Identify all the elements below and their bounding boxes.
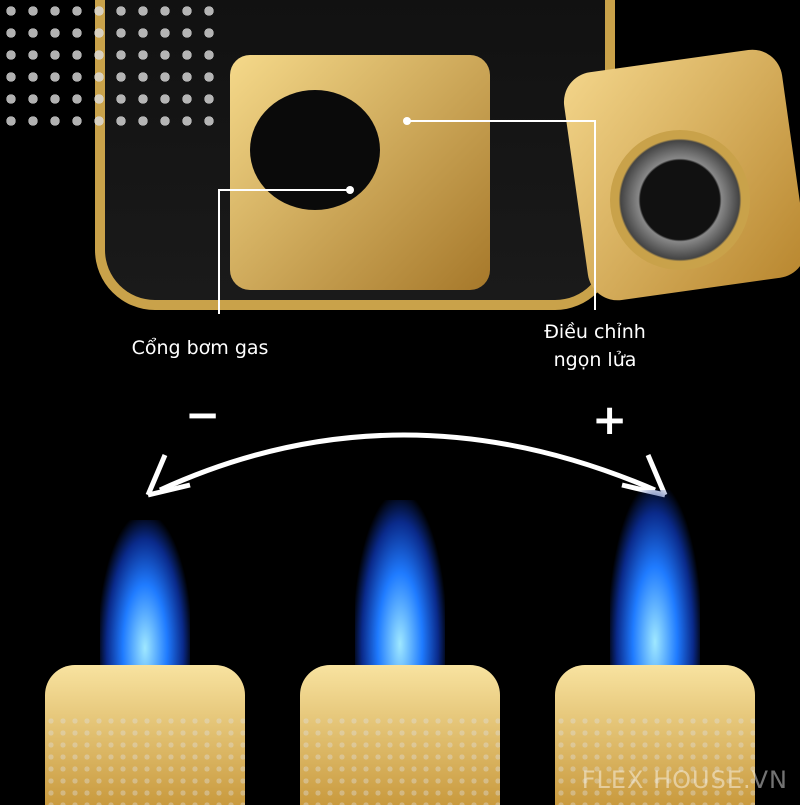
callout-line	[218, 189, 220, 314]
flame-medium	[355, 500, 445, 680]
flame-adjust-line2: ngọn lửa	[553, 349, 637, 371]
flame-large	[610, 490, 700, 680]
torch-ring	[610, 130, 750, 270]
flame-adjust-line1: Điều chỉnh	[544, 321, 646, 343]
callout-line	[407, 120, 595, 122]
torch-head	[300, 665, 500, 805]
callout-line	[594, 120, 596, 310]
callout-line	[218, 189, 348, 191]
gas-port-marker	[346, 186, 354, 194]
plus-icon: +	[592, 395, 628, 444]
minus-icon: −	[185, 390, 221, 439]
lighter-pattern	[0, 0, 220, 130]
torch-head	[45, 665, 245, 805]
torch-head	[555, 665, 755, 805]
watermark: FLEX HOUSE.VN	[581, 766, 788, 794]
gas-port-label: Cổng bơm gas	[131, 337, 269, 359]
flame-small	[100, 520, 190, 680]
flame-adjust-label: Điều chỉnh ngọn lửa	[520, 318, 670, 374]
